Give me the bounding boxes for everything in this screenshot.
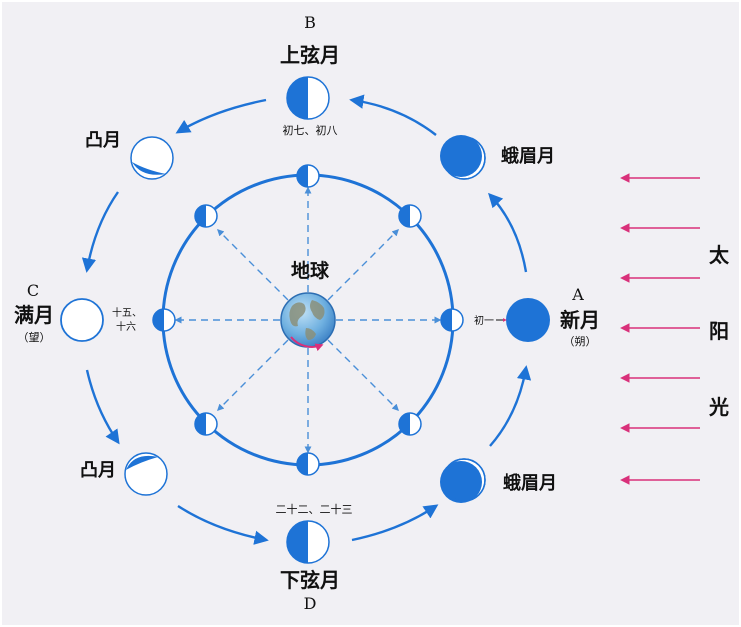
last-quarter-label: 下弦月 xyxy=(280,568,340,592)
inner-moons xyxy=(152,164,464,476)
position-a-letter: A xyxy=(571,285,584,304)
inner-moon-top-left xyxy=(194,204,218,228)
inner-moon-bottom-left xyxy=(194,412,218,436)
full-moon-alt-label: （望） xyxy=(18,331,51,344)
new-moon-label: 新月 xyxy=(560,308,600,332)
position-c-letter: C xyxy=(27,281,39,300)
full-moon-icon xyxy=(60,298,104,342)
inner-moon-left xyxy=(152,308,176,332)
waning-gibbous-label: 凸月 xyxy=(80,460,116,481)
waning-crescent-label: 蛾眉月 xyxy=(503,472,557,494)
position-b-letter: B xyxy=(304,13,316,32)
earth-label: 地球 xyxy=(291,259,330,282)
inner-moon-bottom-right xyxy=(398,412,422,436)
sun-label-3: 光 xyxy=(708,395,729,419)
waxing-crescent-moon-icon xyxy=(440,135,486,180)
inner-moon-top-right xyxy=(398,204,422,228)
waning-gibbous-moon-icon xyxy=(124,452,168,496)
sun-label-2: 阳 xyxy=(709,319,729,343)
inner-moon-right xyxy=(440,308,464,332)
waning-crescent-moon-icon xyxy=(440,458,486,503)
position-d-letter: D xyxy=(304,594,317,613)
first-quarter-moon-icon xyxy=(286,76,330,120)
waxing-gibbous-label: 凸月 xyxy=(85,130,121,151)
orbit-spokes xyxy=(174,186,442,454)
inner-moon-top xyxy=(296,164,320,188)
outer-orbit-arrows xyxy=(81,94,532,545)
first-quarter-date: 初七、初八 xyxy=(283,123,338,137)
inner-moon-bottom xyxy=(296,452,320,476)
new-moon-date: 初一 xyxy=(474,314,494,327)
waxing-gibbous-moon-icon xyxy=(130,136,174,180)
last-quarter-date: 二十二、二十三 xyxy=(276,502,353,516)
full-moon-date-2: 十六 xyxy=(116,320,136,333)
full-moon-label: 满月 xyxy=(14,303,54,327)
earth-icon xyxy=(280,292,336,352)
sun-label-1: 太 xyxy=(709,243,730,267)
new-moon-icon xyxy=(506,298,550,342)
new-moon-alt-label: （朔） xyxy=(564,335,597,348)
sunlight-arrows xyxy=(620,173,700,485)
first-quarter-label: 上弦月 xyxy=(280,43,340,67)
waxing-crescent-label: 蛾眉月 xyxy=(501,145,555,167)
last-quarter-moon-icon xyxy=(286,520,330,564)
full-moon-date-1: 十五、 xyxy=(112,306,142,319)
